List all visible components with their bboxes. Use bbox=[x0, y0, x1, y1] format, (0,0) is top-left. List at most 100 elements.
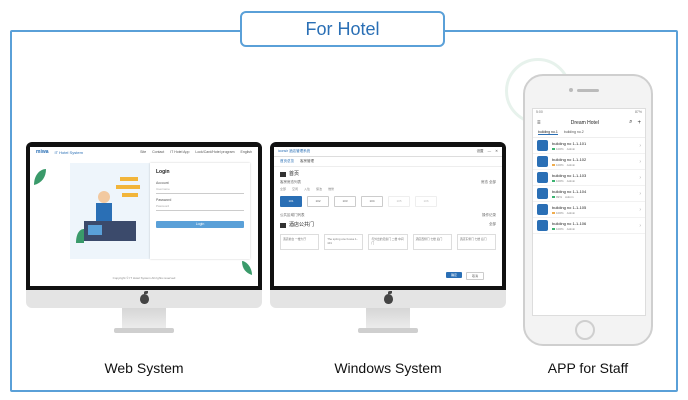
monitor-chin bbox=[270, 290, 506, 308]
monitor-foot bbox=[358, 328, 418, 333]
web-nav: Site Contact IT Hotel App Lock/Card/Hote… bbox=[140, 150, 252, 154]
search-icon[interactable]: ⌕ bbox=[629, 119, 633, 125]
web-system-screen: miwa IT Hotel System Site Contact IT Hot… bbox=[30, 147, 258, 286]
account-input[interactable]: Username bbox=[156, 187, 244, 194]
menu-icon[interactable]: ≡ bbox=[537, 119, 541, 126]
section-public-doors-title: 酒店公共门 bbox=[289, 222, 315, 228]
building-icon bbox=[280, 222, 286, 228]
window-actions: 确定 取消 bbox=[446, 272, 484, 280]
lock-name: building no 1-1-101 bbox=[552, 140, 587, 146]
speaker-grille bbox=[577, 89, 599, 92]
battery-level: 100% bbox=[556, 162, 564, 167]
door-card[interactable]: 与外出的走廊门 二楼 中间门 bbox=[368, 234, 408, 250]
status-bar: 5:00 87% bbox=[533, 109, 645, 117]
leaf-icon bbox=[34, 169, 46, 185]
web-logo: miwa bbox=[36, 149, 49, 155]
web-nav-item[interactable]: English bbox=[240, 150, 252, 154]
room-tile[interactable]: 103 bbox=[334, 196, 356, 207]
battery-level: 100% bbox=[556, 226, 564, 231]
password-input[interactable]: Password bbox=[156, 204, 244, 211]
list-item[interactable]: building no 1-1-102 100%Admin › bbox=[533, 154, 645, 170]
web-header: miwa IT Hotel System Site Contact IT Hot… bbox=[30, 147, 258, 157]
password-label: Password bbox=[156, 198, 172, 202]
confirm-button[interactable]: 确定 bbox=[446, 272, 462, 278]
web-system-monitor: miwa IT Hotel System Site Contact IT Hot… bbox=[26, 142, 262, 337]
tab-building-2[interactable]: building no.2 bbox=[563, 130, 584, 134]
battery-level: 100% bbox=[556, 178, 564, 183]
lock-tag: Admin bbox=[566, 226, 576, 231]
window-controls: 设置 — ✕ bbox=[477, 149, 498, 154]
leaf-icon bbox=[242, 261, 252, 275]
building-icon bbox=[280, 171, 286, 177]
room-tile[interactable]: 104 bbox=[361, 196, 383, 207]
battery-icon bbox=[552, 179, 555, 182]
list-item[interactable]: building no 1-1-103 100%Admin › bbox=[533, 170, 645, 186]
web-nav-item[interactable]: Site bbox=[140, 150, 147, 154]
room-list-header: 客房房态列表 房态 全部 bbox=[274, 180, 502, 185]
staff-app-phone: 5:00 87% ≡ Dream Hotel ⌕ + building no.1… bbox=[523, 74, 653, 346]
camera-icon bbox=[569, 88, 573, 92]
login-form: Login Account Username Password Password… bbox=[150, 163, 250, 259]
door-card[interactable]: 酒店西侧门 七楼 后门 bbox=[412, 234, 452, 250]
door-card[interactable]: The spring one house 1-101 bbox=[324, 234, 364, 250]
battery-level: 99% bbox=[556, 194, 563, 199]
room-grid: 101 102 103 104 105 106 bbox=[274, 193, 502, 210]
door-card[interactable]: 酒店东侧门 七楼 后门 bbox=[456, 234, 497, 250]
app-header: ≡ Dream Hotel ⌕ + bbox=[533, 117, 645, 128]
monitor-stand bbox=[122, 308, 166, 330]
list-item[interactable]: building no 1-1-105 100%Admin › bbox=[533, 202, 645, 218]
door-card[interactable]: 酒店前台 一楼大厅 bbox=[280, 234, 320, 250]
battery-level: 100% bbox=[556, 146, 564, 151]
tab-building-1[interactable]: building no.1 bbox=[538, 130, 558, 135]
app-title: Dream Hotel bbox=[570, 119, 599, 126]
home-button[interactable] bbox=[575, 320, 595, 340]
room-status-filter[interactable]: 房态 全部 bbox=[481, 180, 496, 184]
caption-web-system: Web System bbox=[104, 360, 184, 376]
chevron-right-icon: › bbox=[639, 190, 641, 197]
tab-overview[interactable]: 首页总览 bbox=[280, 159, 294, 163]
tab-rooms[interactable]: 客房管理 bbox=[300, 159, 314, 163]
battery-level: 100% bbox=[556, 210, 564, 215]
room-tile[interactable]: 101 bbox=[280, 196, 302, 207]
login-button[interactable]: Login bbox=[156, 221, 244, 228]
door-list-title: 公共区域门列表 bbox=[280, 213, 305, 217]
web-nav-item[interactable]: Lock/Card/Hotel program bbox=[195, 150, 235, 154]
filter-item[interactable]: 保洁 bbox=[316, 187, 323, 191]
room-tile[interactable]: 102 bbox=[307, 196, 329, 207]
room-tile[interactable]: 105 bbox=[388, 196, 410, 207]
door-cards: 酒店前台 一楼大厅 The spring one house 1-101 与外出… bbox=[274, 231, 502, 253]
chevron-right-icon: › bbox=[639, 222, 641, 229]
filter-item[interactable]: 全部 bbox=[280, 187, 287, 191]
settings-button[interactable]: 设置 bbox=[476, 149, 484, 153]
staff-app-screen: 5:00 87% ≡ Dream Hotel ⌕ + building no.1… bbox=[532, 108, 646, 316]
list-item[interactable]: building no 1-1-106 100%Admin › bbox=[533, 218, 645, 234]
filter-item[interactable]: 维修 bbox=[328, 187, 335, 191]
lock-tag: Admin bbox=[566, 178, 576, 183]
web-nav-item[interactable]: Contact bbox=[152, 150, 165, 154]
receptionist-illustration bbox=[70, 163, 150, 259]
lock-name: building no 1-1-106 bbox=[552, 220, 587, 226]
web-nav-item[interactable]: IT Hotel App bbox=[170, 150, 190, 154]
room-tile[interactable]: 106 bbox=[415, 196, 437, 207]
add-icon[interactable]: + bbox=[637, 119, 641, 126]
filter-item[interactable]: 空闲 bbox=[292, 187, 299, 191]
lock-icon bbox=[537, 156, 548, 167]
filter-item[interactable]: 入住 bbox=[304, 187, 311, 191]
chevron-right-icon: › bbox=[639, 206, 641, 213]
room-list-title: 客房房态列表 bbox=[280, 180, 301, 184]
close-button[interactable]: ✕ bbox=[495, 149, 498, 153]
apple-logo-icon bbox=[139, 291, 149, 304]
cancel-button[interactable]: 取消 bbox=[466, 272, 484, 280]
page-title: For Hotel bbox=[240, 11, 445, 47]
status-battery: 87% bbox=[634, 110, 642, 114]
lock-icon bbox=[537, 140, 548, 151]
monitor-bezel: miwa IT Hotel System Site Contact IT Hot… bbox=[26, 142, 262, 290]
list-item[interactable]: building no 1-1-104 99%Admin › bbox=[533, 186, 645, 202]
operation-log-link[interactable]: 操作记录 bbox=[482, 213, 496, 217]
caption-app-for-staff: APP for Staff bbox=[547, 360, 629, 376]
battery-icon bbox=[552, 195, 555, 198]
list-item[interactable]: building no 1-1-101 100%Admin › bbox=[533, 138, 645, 154]
minimize-button[interactable]: — bbox=[487, 149, 492, 153]
monitor-foot bbox=[114, 328, 174, 333]
section-public-doors-filter[interactable]: 全部 bbox=[489, 222, 496, 226]
